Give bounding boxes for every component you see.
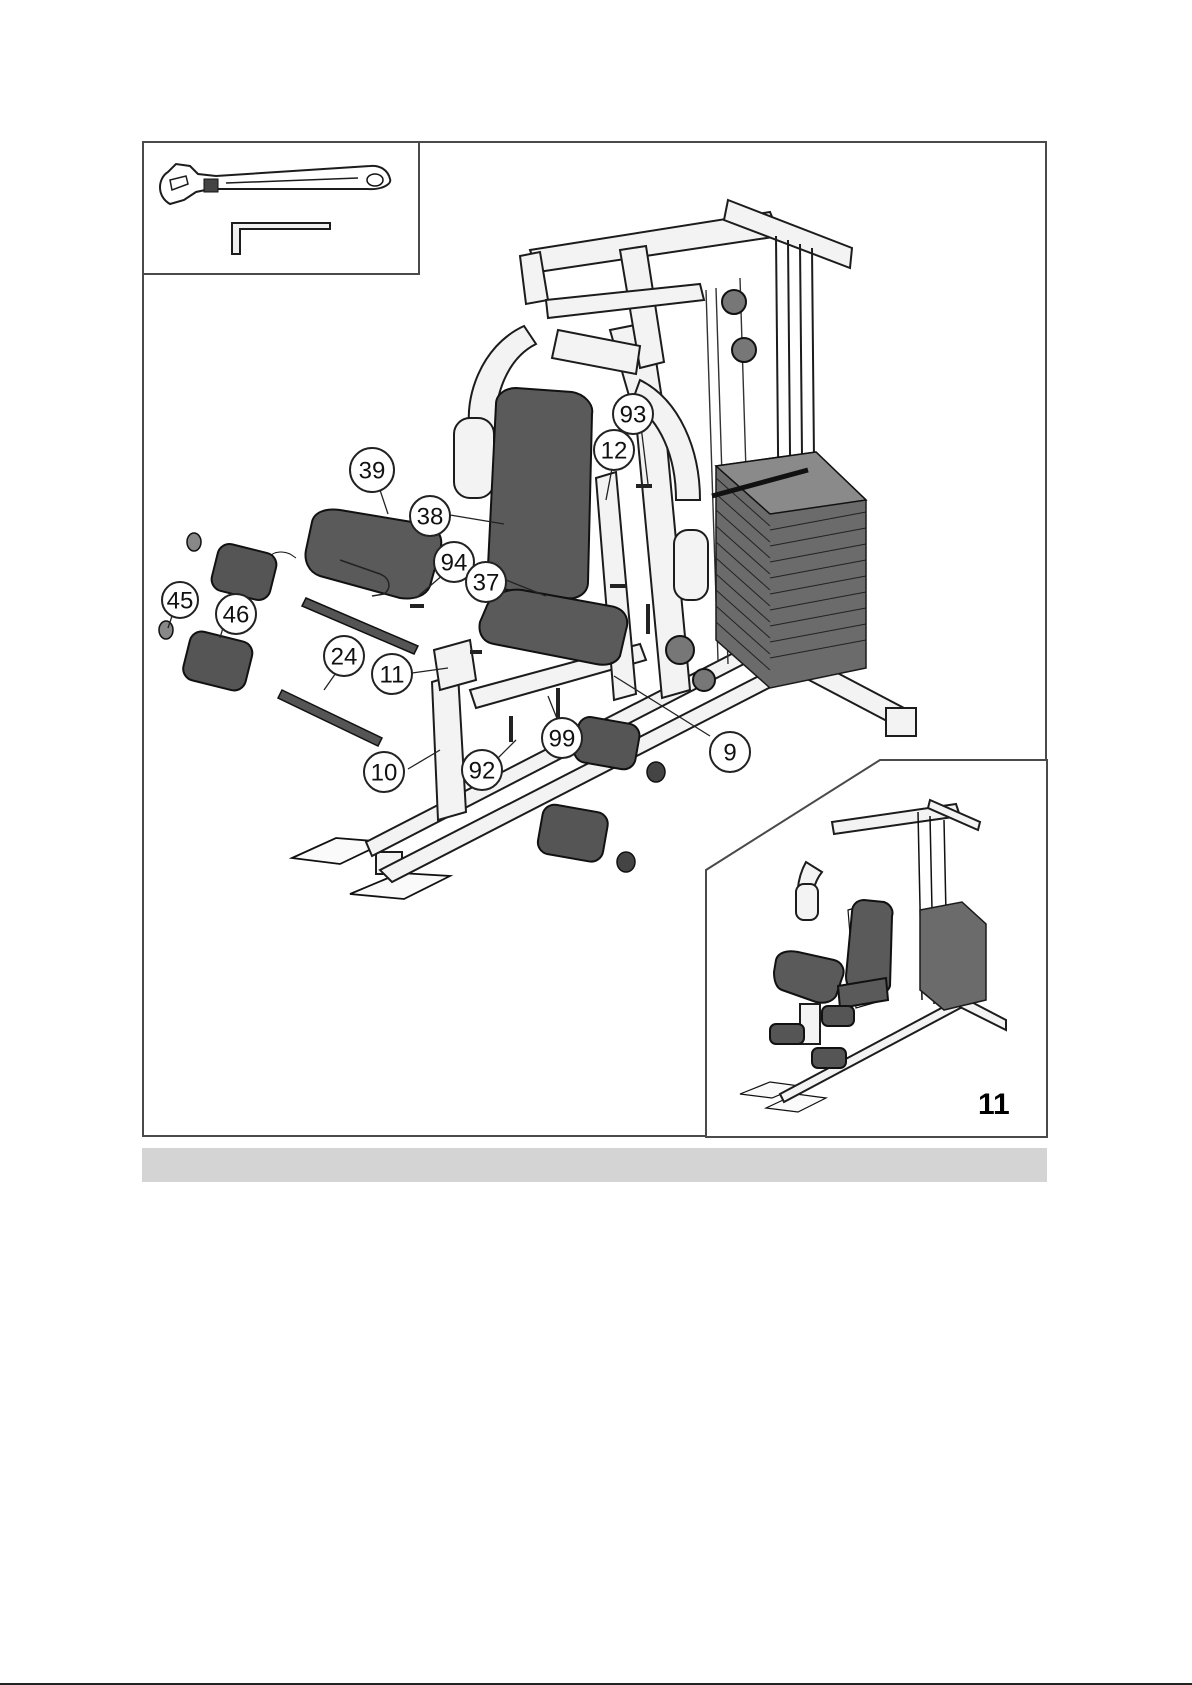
front-roller-bottom xyxy=(536,803,610,864)
allen-key-icon xyxy=(232,223,330,254)
back-pad xyxy=(488,388,592,598)
callout-9: 9 xyxy=(710,732,750,772)
wrench-icon xyxy=(160,164,390,204)
leg-roller-upper xyxy=(209,541,279,602)
callout-39: 39 xyxy=(350,448,394,492)
caption-bar xyxy=(142,1148,1047,1182)
callout-93-label: 93 xyxy=(620,402,647,429)
callout-38: 38 xyxy=(410,496,450,536)
front-upright xyxy=(432,674,466,820)
callout-24-label: 24 xyxy=(331,644,358,671)
callout-46: 46 xyxy=(216,594,256,634)
callout-92: 92 xyxy=(462,750,502,790)
callout-93: 93 xyxy=(613,394,653,434)
callout-37-label: 37 xyxy=(473,570,500,597)
callout-99: 99 xyxy=(542,718,582,758)
front-roller-right xyxy=(572,715,641,771)
gym-machine-main xyxy=(159,200,916,899)
callout-99-label: 99 xyxy=(549,726,576,753)
leg-bar xyxy=(278,690,382,746)
callout-38-label: 38 xyxy=(417,504,444,531)
leg-roller-lower xyxy=(181,629,255,693)
callout-10-label: 10 xyxy=(371,760,398,787)
callout-39-label: 39 xyxy=(359,458,386,485)
callout-12-label: 12 xyxy=(601,438,628,465)
inset-view xyxy=(706,760,1047,1137)
callout-92-label: 92 xyxy=(469,758,496,785)
callout-11: 11 xyxy=(372,654,412,694)
step-number: 11 xyxy=(978,1088,1010,1122)
callout-46-label: 46 xyxy=(223,602,250,629)
callout-45-label: 45 xyxy=(167,588,194,615)
callout-94-label: 94 xyxy=(441,550,468,577)
callout-9-label: 9 xyxy=(723,740,736,767)
callout-12: 12 xyxy=(594,430,634,470)
callout-11-label: 11 xyxy=(380,662,405,689)
callout-10: 10 xyxy=(364,752,404,792)
weight-stack xyxy=(712,452,866,688)
callout-37: 37 xyxy=(466,562,506,602)
callout-45: 45 xyxy=(162,582,198,618)
callout-24: 24 xyxy=(324,636,364,676)
